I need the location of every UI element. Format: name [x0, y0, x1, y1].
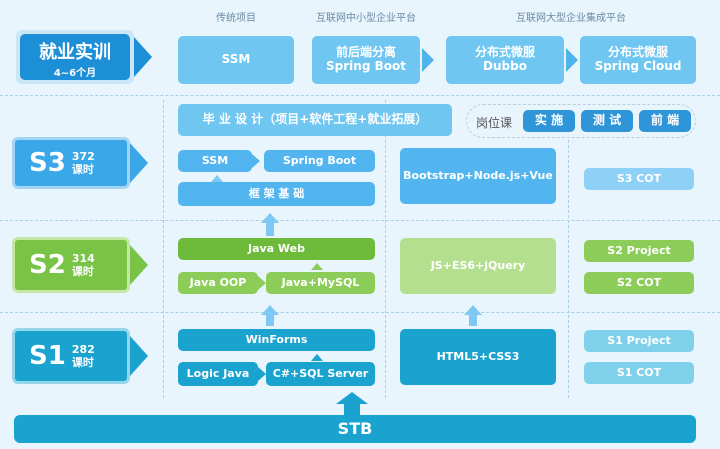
s1-logicjava: Logic Java	[178, 362, 258, 386]
stage-unit: 课时	[71, 163, 94, 176]
divider	[0, 312, 720, 313]
arrow-right-icon	[258, 276, 266, 290]
s2-cot: S2 COT	[584, 272, 694, 294]
arrow-up-icon	[266, 314, 274, 326]
stage-unit: 课时	[71, 265, 94, 278]
job-item: 测 试	[581, 110, 633, 132]
divider	[163, 100, 164, 398]
s3-cot: S3 COT	[584, 168, 694, 190]
arrow-right-icon	[252, 154, 260, 168]
s1-frontend: HTML5+CSS3	[400, 329, 556, 385]
arrow-up-icon	[464, 305, 482, 315]
arrow-up-icon	[211, 175, 223, 182]
header-sme: 互联网中小型企业平台	[316, 13, 416, 24]
job-item: 实 施	[523, 110, 575, 132]
arrow-right-icon	[258, 367, 266, 381]
s3-ssm: SSM	[178, 150, 252, 172]
springcloud-line2: Spring Cloud	[594, 59, 682, 73]
divider	[0, 95, 720, 96]
s2-javamysql: Java+MySQL	[266, 272, 375, 294]
s2-javaweb: Java Web	[178, 238, 375, 260]
dubbo-box: 分布式微服 Dubbo	[446, 36, 564, 84]
stage-name: S3	[29, 148, 66, 178]
arrow-up-icon	[469, 314, 477, 326]
s2-javaoop: Java OOP	[178, 272, 258, 294]
s3-frontend: Bootstrap+Node.js+Vue	[400, 148, 556, 204]
arrow-up-icon	[336, 392, 368, 404]
job-courses	[466, 104, 696, 138]
stb-base: STB	[14, 415, 696, 443]
stage-name: S2	[29, 250, 66, 280]
career-badge: 就业实训 4~6个月	[20, 34, 130, 80]
stage-name: S1	[29, 341, 66, 371]
job-label: 岗位课	[476, 116, 513, 130]
arrow-up-icon	[311, 354, 323, 361]
s1-csharp: C#+SQL Server	[266, 362, 375, 386]
springcloud-box: 分布式微服 Spring Cloud	[580, 36, 696, 84]
ssm-box: SSM	[178, 36, 294, 84]
stage-unit: 课时	[71, 356, 94, 369]
s2-frontend: JS+ES6+jQuery	[400, 238, 556, 294]
s1-winforms: WinForms	[178, 329, 375, 351]
dubbo-line1: 分布式微服	[474, 45, 535, 60]
stage-hours: 282	[71, 342, 95, 356]
arrow-right-icon	[566, 48, 578, 72]
header-traditional: 传统项目	[216, 13, 256, 24]
stage-hours: 314	[71, 251, 95, 265]
career-duration: 4~6个月	[53, 68, 97, 79]
career-title: 就业实训	[39, 42, 111, 63]
springboot-box: 前后端分离 Spring Boot	[312, 36, 420, 84]
career-arrow-icon	[134, 37, 152, 77]
arrow-right-icon	[422, 48, 434, 72]
arrow-up-icon	[261, 305, 279, 315]
springcloud-line1: 分布式微服	[607, 45, 668, 60]
arrow-up-icon	[266, 222, 274, 236]
stage-arrow-icon	[130, 336, 148, 376]
header-large: 互联网大型企业集成平台	[516, 13, 626, 24]
divider	[385, 100, 386, 398]
springboot-line1: 前后端分离	[335, 45, 396, 60]
s1-cot: S1 COT	[584, 362, 694, 384]
job-item: 前 端	[639, 110, 691, 132]
s3-framework: 框 架 基 础	[178, 182, 375, 206]
dubbo-line2: Dubbo	[483, 59, 527, 73]
springboot-line2: Spring Boot	[326, 59, 406, 73]
divider	[568, 140, 569, 398]
arrow-up-icon	[311, 263, 323, 270]
s1-project: S1 Project	[584, 330, 694, 352]
graduation-project: 毕 业 设 计（项目+软件工程+就业拓展）	[178, 104, 452, 136]
divider	[0, 220, 720, 221]
s2-project: S2 Project	[584, 240, 694, 262]
arrow-up-icon	[344, 403, 360, 415]
s3-springboot: Spring Boot	[264, 150, 375, 172]
stage-arrow-icon	[130, 245, 148, 285]
stage-hours: 372	[71, 149, 95, 163]
stage-arrow-icon	[130, 143, 148, 183]
arrow-up-icon	[261, 213, 279, 223]
